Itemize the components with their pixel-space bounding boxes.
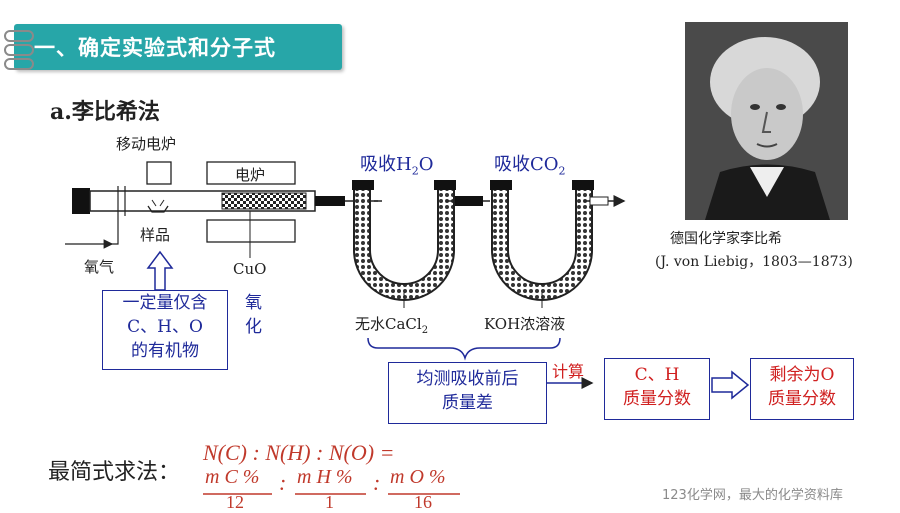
box-line: 一定量仅含 bbox=[122, 293, 208, 313]
absorb-co2-label: 吸收CO2 bbox=[494, 154, 566, 178]
o-mass-fraction-box: 剩余为O 质量分数 bbox=[750, 358, 854, 420]
fraction-h-numerator: m H % bbox=[297, 466, 353, 488]
cacl2-label: 无水CaCl2 bbox=[355, 315, 429, 336]
method-subtitle: a.李比希法 bbox=[50, 99, 160, 125]
electric-furnace-bottom bbox=[206, 219, 296, 243]
calc-label: 计算 bbox=[552, 362, 585, 381]
oxygen-label: 氧气 bbox=[84, 258, 115, 276]
mass-difference-box: 均测吸收前后 质量差 bbox=[388, 362, 547, 424]
sample-label: 样品 bbox=[140, 226, 171, 244]
fraction-c-denominator: 12 bbox=[226, 492, 244, 512]
organic-sample-box: 一定量仅含 C、H、O 的有机物 bbox=[102, 290, 228, 370]
box-line: 质量分数 bbox=[623, 389, 691, 409]
ratio-separator: : bbox=[279, 470, 287, 495]
binder-ring-icon bbox=[4, 58, 34, 70]
ratio-expression: N(C) : N(H) : N(O) = bbox=[203, 440, 395, 465]
fraction-c-numerator: m C % bbox=[205, 466, 260, 488]
ratio-separator: : bbox=[373, 470, 381, 495]
box-line: 的有机物 bbox=[131, 341, 199, 361]
binder-ring-icon bbox=[4, 30, 34, 42]
oxidize-label-2: 化 bbox=[245, 317, 262, 337]
sample-boat bbox=[147, 205, 169, 213]
box-line: C、H、O bbox=[127, 317, 203, 337]
brace-shape bbox=[367, 337, 561, 361]
box-line: 质量差 bbox=[442, 393, 493, 413]
koh-label: KOH浓溶液 bbox=[484, 315, 566, 333]
section-title: 一、确定实验式和分子式 bbox=[34, 36, 276, 60]
electric-furnace-top bbox=[206, 161, 296, 185]
cuo-packing bbox=[221, 192, 307, 210]
fraction-h-denominator: 1 bbox=[325, 492, 334, 512]
formula-label: 最简式求法： bbox=[48, 460, 181, 485]
portrait-image bbox=[685, 22, 848, 220]
fraction-o-denominator: 16 bbox=[414, 492, 432, 512]
section-banner bbox=[14, 24, 342, 70]
movable-furnace bbox=[146, 161, 172, 185]
fraction-o-numerator: m O % bbox=[390, 466, 446, 488]
box-line: 质量分数 bbox=[768, 389, 836, 409]
box-line: 剩余为O bbox=[769, 365, 835, 385]
furnace-label: 电炉 bbox=[235, 166, 266, 184]
box-line: 均测吸收前后 bbox=[416, 369, 519, 389]
absorb-h2o-label: 吸收H2O bbox=[360, 154, 434, 178]
portrait-caption-dates: (J. von Liebig，1803—1873) bbox=[655, 254, 853, 270]
liebig-portrait bbox=[685, 22, 848, 220]
oxidize-label-1: 氧 bbox=[245, 293, 262, 313]
watermark: 123化学网，最大的化学资料库 bbox=[662, 488, 843, 503]
portrait-caption: 德国化学家李比希 bbox=[670, 231, 782, 247]
up-arrow-icon bbox=[146, 250, 174, 291]
box-line: C、H bbox=[634, 365, 680, 385]
movable-furnace-label: 移动电炉 bbox=[116, 135, 177, 153]
cuo-label: CuO bbox=[233, 260, 267, 278]
binder-ring-icon bbox=[4, 44, 34, 56]
right-arrow-icon bbox=[711, 370, 750, 400]
rubber-stopper bbox=[72, 188, 90, 214]
ch-mass-fraction-box: C、H 质量分数 bbox=[604, 358, 710, 420]
